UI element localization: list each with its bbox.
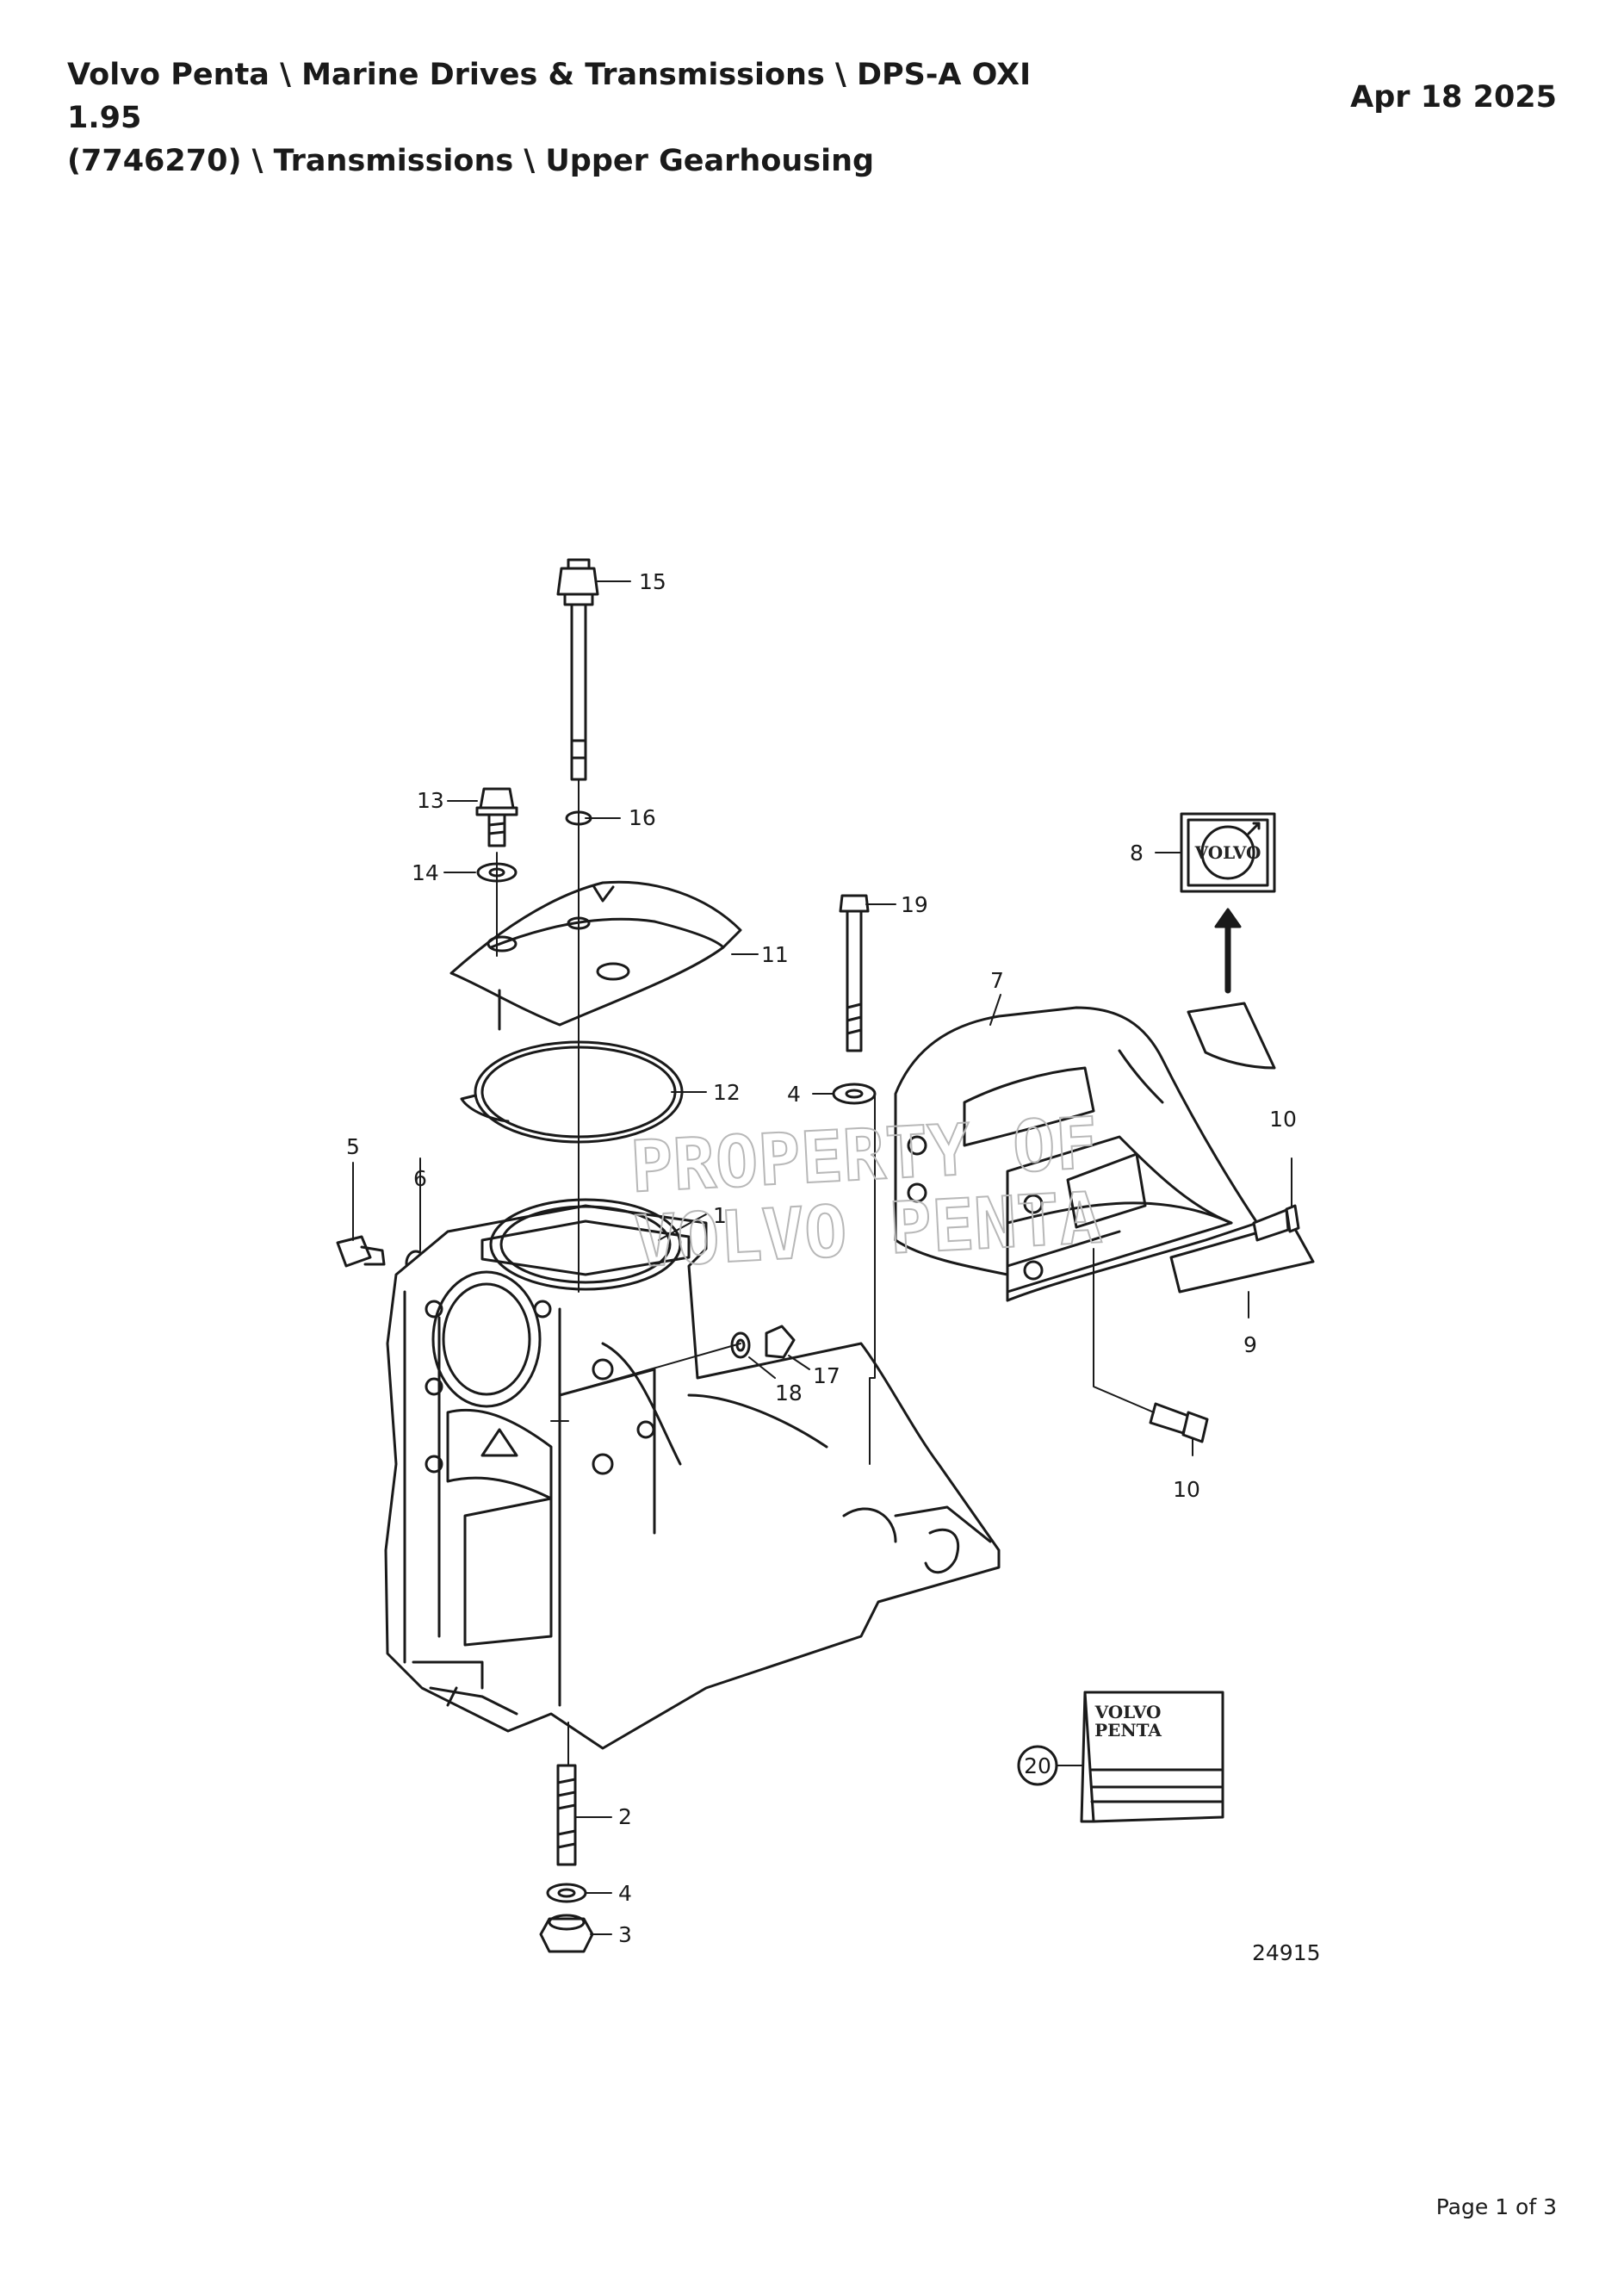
callout-15: 15 — [639, 569, 666, 594]
breadcrumb-line-1: Volvo Penta \ Marine Drives & Transmissi… — [67, 58, 1032, 135]
part-17-nut — [765, 1325, 796, 1359]
callout-2: 2 — [618, 1804, 632, 1829]
decal-upper — [1187, 1002, 1276, 1070]
page-number: Page 1 of 3 — [1435, 2194, 1557, 2219]
emblem-logo-text: VOLVO — [1194, 842, 1261, 863]
part-13-bolt — [475, 787, 518, 847]
callout-8: 8 — [1130, 841, 1144, 866]
manual-logo-line-1: VOLVO — [1094, 1702, 1162, 1722]
callout-17: 17 — [813, 1363, 840, 1388]
part-8-emblem — [1180, 812, 1276, 893]
callout-14: 14 — [412, 860, 439, 885]
part-10-bolt-upper — [1252, 1204, 1300, 1242]
callout-6: 6 — [413, 1166, 427, 1191]
part-11-cover — [449, 880, 742, 1031]
callout-3: 3 — [618, 1922, 632, 1947]
part-15-dipstick — [556, 558, 599, 781]
breadcrumb-line-2: (7746270) \ Transmissions \ Upper Gearho… — [67, 144, 875, 178]
part-4-washer-lower — [546, 1883, 587, 1903]
print-date: Apr 18 2025 — [1350, 80, 1557, 115]
callout-18: 18 — [775, 1381, 803, 1406]
leader-lines — [352, 580, 1292, 1935]
part-9-decal — [1169, 1221, 1315, 1294]
callout-10-upper: 10 — [1269, 1107, 1297, 1132]
part-10-bolt-lower — [1149, 1402, 1209, 1443]
callout-5: 5 — [346, 1134, 360, 1159]
callout-16: 16 — [629, 805, 656, 830]
callout-7: 7 — [990, 968, 1004, 993]
callout-9: 9 — [1243, 1332, 1257, 1357]
part-7-cover — [894, 1006, 1259, 1302]
callout-4-upper: 4 — [787, 1082, 801, 1107]
callout-11: 11 — [761, 942, 789, 967]
image-number: 24915 — [1252, 1940, 1321, 1965]
callout-12: 12 — [713, 1080, 741, 1105]
manual-logo-line-2: PENTA — [1094, 1720, 1162, 1741]
callout-1: 1 — [713, 1203, 727, 1228]
callout-4-lower: 4 — [618, 1881, 632, 1906]
part-19-bolt — [839, 894, 870, 1052]
arrow-head — [1214, 908, 1242, 928]
callout-10-lower: 10 — [1173, 1477, 1200, 1502]
part-2-stud — [556, 1764, 577, 1866]
callout-20: 20 — [1024, 1753, 1051, 1778]
callout-13: 13 — [417, 788, 444, 813]
breadcrumb-title: Volvo Penta \ Marine Drives & Transmissi… — [67, 53, 1100, 183]
part-5-plug — [336, 1235, 386, 1268]
part-4-washer-upper — [832, 1083, 877, 1105]
callout-19: 19 — [901, 892, 928, 917]
part-3-nut — [539, 1914, 594, 1953]
part-1-housing — [384, 1198, 1001, 1750]
part-20-manual — [1080, 1691, 1224, 1823]
